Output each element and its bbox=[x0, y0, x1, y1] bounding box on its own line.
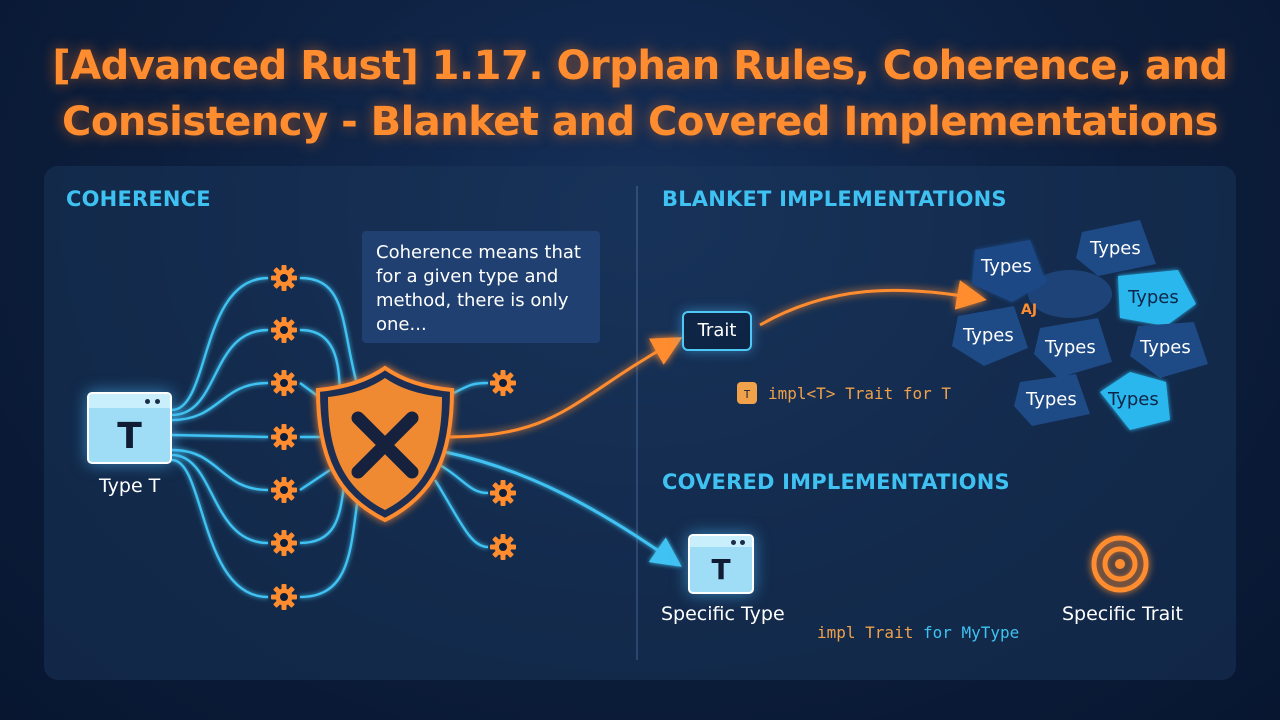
types-label: Types bbox=[1140, 337, 1191, 358]
gear-icon bbox=[271, 477, 297, 503]
coherence-heading: COHERENCE bbox=[66, 187, 211, 211]
types-label: Types bbox=[1108, 389, 1159, 410]
title-line-2: Consistency - Blanket and Covered Implem… bbox=[62, 99, 1219, 145]
types-shape bbox=[1130, 322, 1208, 378]
blanket-code: impl<T> Trait for T bbox=[768, 384, 952, 403]
arrow-to-types bbox=[759, 280, 987, 327]
types-shape bbox=[952, 306, 1028, 366]
specific-type-glyph: T bbox=[711, 553, 731, 586]
covered-code-impl: impl Trait bbox=[817, 623, 914, 642]
arrow-to-specific-type bbox=[444, 450, 682, 567]
gear-icon bbox=[490, 480, 516, 506]
type-t-glyph: T bbox=[117, 416, 142, 457]
types-cluster bbox=[952, 220, 1208, 430]
blanket-heading: BLANKET IMPLEMENTATIONS bbox=[662, 187, 1007, 211]
gear-icon bbox=[490, 370, 516, 396]
gear-icon bbox=[271, 424, 297, 450]
types-label: Types bbox=[1045, 337, 1096, 358]
types-label: Types bbox=[1090, 238, 1141, 259]
types-label: Types bbox=[1128, 287, 1179, 308]
covered-code-for: for MyType bbox=[922, 623, 1020, 642]
svg-text:T: T bbox=[744, 388, 751, 401]
types-label: Types bbox=[981, 256, 1032, 277]
covered-heading: COVERED IMPLEMENTATIONS bbox=[662, 470, 1010, 494]
types-shape bbox=[1118, 270, 1196, 326]
type-t-label: Type T bbox=[99, 475, 161, 497]
type-t-window: T bbox=[87, 392, 172, 464]
gear-icon bbox=[271, 530, 297, 556]
section-divider bbox=[636, 186, 638, 660]
specific-type-window: T bbox=[688, 534, 754, 594]
gear-icon bbox=[271, 317, 297, 343]
specific-trait-label: Specific Trait bbox=[1062, 603, 1183, 625]
fanout-wires-left bbox=[171, 276, 362, 599]
specific-type-label: Specific Type bbox=[661, 603, 785, 625]
coherence-callout: Coherence means that for a given type an… bbox=[362, 231, 600, 343]
gear-icon bbox=[271, 265, 297, 291]
target-icon bbox=[1091, 535, 1149, 593]
types-shape bbox=[1076, 220, 1156, 276]
types-shape bbox=[1034, 318, 1112, 378]
types-shape bbox=[1014, 374, 1090, 426]
gear-icon bbox=[271, 370, 297, 396]
types-label: Types bbox=[1026, 389, 1077, 410]
shield-x-icon bbox=[315, 365, 455, 523]
types-shape bbox=[972, 240, 1046, 302]
covered-code: impl Trait for MyType bbox=[817, 623, 1019, 642]
types-shape bbox=[1100, 372, 1170, 430]
gear-icon bbox=[271, 584, 297, 610]
code-tag-icon: T bbox=[737, 382, 757, 404]
page-title: [Advanced Rust] 1.17. Orphan Rules, Cohe… bbox=[0, 38, 1280, 150]
trait-box: Trait bbox=[682, 311, 752, 351]
title-line-1: [Advanced Rust] 1.17. Orphan Rules, Cohe… bbox=[52, 43, 1228, 89]
arrow-to-trait bbox=[444, 337, 683, 439]
gear-icon bbox=[490, 534, 516, 560]
aj-mark: AJ bbox=[1021, 302, 1038, 318]
types-label: Types bbox=[963, 325, 1014, 346]
